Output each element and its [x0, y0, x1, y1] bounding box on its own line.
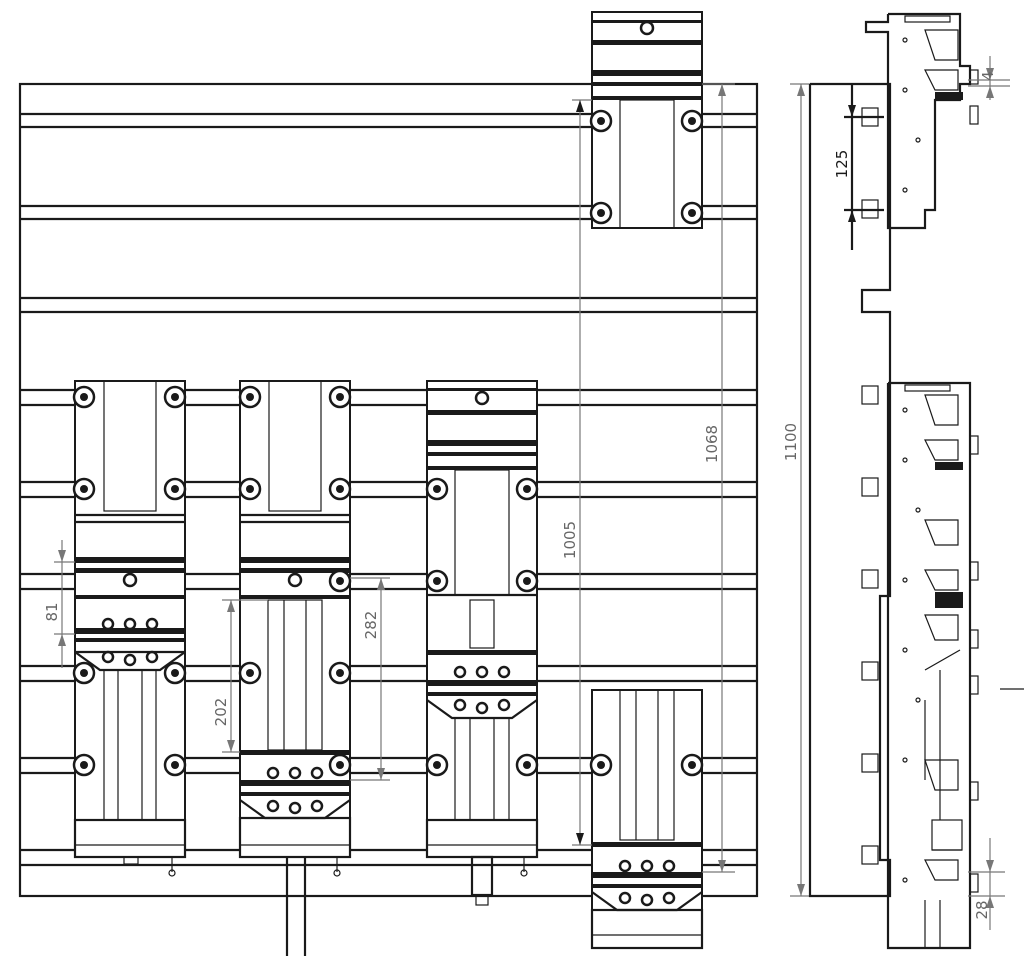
vise-2: [238, 380, 352, 956]
dim-282: 282: [362, 611, 380, 640]
dim-28: 28: [973, 900, 991, 919]
front-dimensions: 1005 1068 1100 282 202 81: [43, 83, 812, 897]
dim-1100: 1100: [782, 423, 800, 461]
dim-202: 202: [212, 698, 230, 727]
dim-125: 125: [833, 150, 851, 179]
side-view: [808, 12, 1024, 950]
side-dimensions: 125 4 28: [833, 56, 1010, 930]
vise-3: [425, 380, 539, 906]
dim-81: 81: [43, 602, 61, 621]
dim-1005: 1005: [561, 521, 579, 559]
dim-4: 4: [979, 71, 997, 81]
dim-1068: 1068: [703, 425, 721, 463]
vise-1: [73, 380, 187, 877]
mounting-bolts: [72, 109, 704, 777]
vise-5-bottom: [590, 689, 704, 950]
